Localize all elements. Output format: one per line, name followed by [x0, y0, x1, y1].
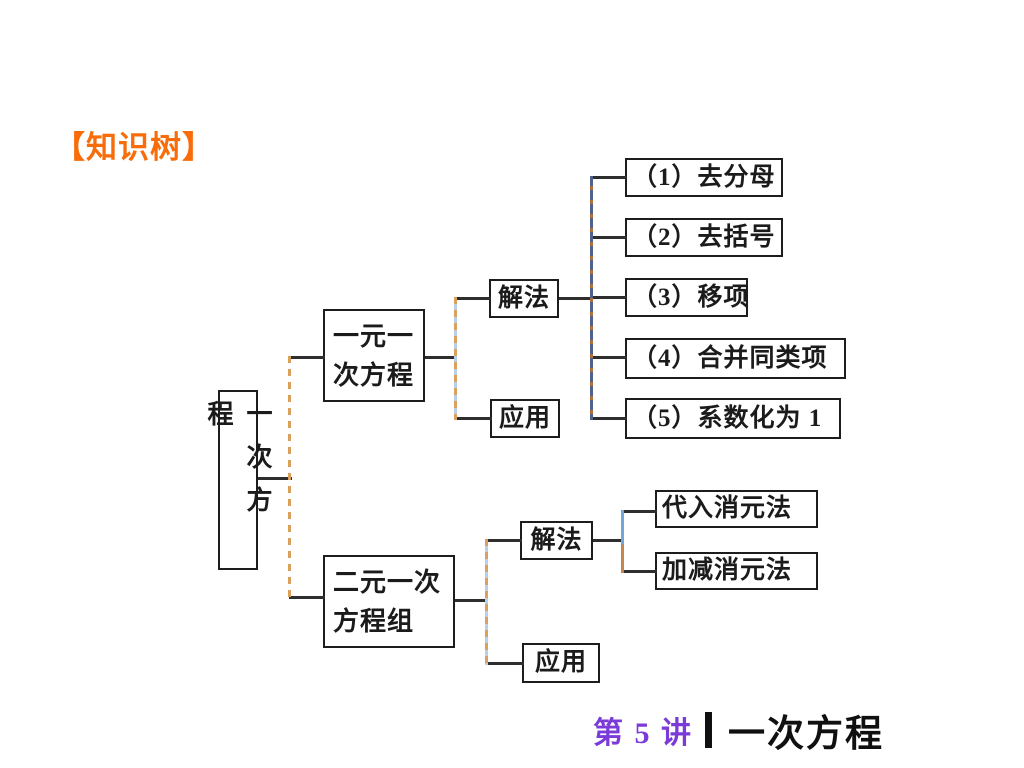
- connector-leaf5-stub: [591, 417, 627, 420]
- slide-title: 【知识树】: [54, 130, 214, 165]
- divider-bar-icon: [705, 712, 712, 748]
- connector-branch2-right: [455, 599, 488, 602]
- leaf-node-substitution-elimination: 代入消元法: [655, 490, 818, 528]
- connector-solution1-left: [455, 297, 491, 300]
- connector-leaf1-stub: [591, 176, 627, 179]
- connector-solution2-right: [593, 539, 624, 542]
- footer-line1: 第 5 讲 一次方程: [593, 703, 884, 757]
- connector-leaf4-stub: [591, 356, 627, 359]
- connector-application1-left: [455, 417, 492, 420]
- leaf-node-clear-denominators: （1）去分母: [625, 158, 783, 197]
- connector-application2-left: [486, 662, 524, 665]
- connector-root-stub: [258, 477, 292, 480]
- connector-substitution-stub: [622, 510, 657, 513]
- leaf-node-coefficient-to-one: （5）系数化为 1: [625, 398, 841, 439]
- connector-solution2-left: [486, 539, 522, 542]
- branch-node-system-of-equations: 二元一次方程组: [323, 555, 455, 648]
- node-application-1: 应用: [490, 399, 560, 438]
- footer-caption: 第 5 讲 一次方程 （组）: [593, 703, 884, 768]
- connector-leaf3-stub: [591, 296, 627, 299]
- connector-bracket1-vertical: [454, 297, 457, 420]
- leaf-node-remove-brackets: （2）去括号: [625, 218, 783, 257]
- node-solution-methods-2: 解法: [520, 521, 593, 560]
- connector-bracket2-vertical: [590, 176, 593, 420]
- connector-trunk-vertical: [288, 356, 291, 599]
- footer-chapter-title: 一次方程: [728, 714, 884, 755]
- connector-branch2-left: [289, 596, 325, 599]
- root-node: 一次方程: [204, 390, 272, 570]
- leaf-node-addition-subtraction-elimination: 加减消元法: [655, 552, 818, 590]
- connector-leaf2-stub: [591, 236, 627, 239]
- leaf-node-move-terms: （3）移项: [625, 278, 749, 317]
- node-solution-methods-1: 解法: [489, 279, 559, 318]
- connector-addition-stub: [622, 570, 657, 573]
- footer-chapter-title-line2: （组）: [593, 760, 884, 768]
- connector-bracket3-vertical: [485, 539, 488, 665]
- connector-bracket4-vertical: [621, 510, 624, 573]
- footer-lecture-number: 第 5 讲: [593, 717, 693, 750]
- connector-branch1-left: [289, 356, 325, 359]
- connector-solution1-right: [559, 297, 593, 300]
- connector-branch1-right: [425, 356, 457, 359]
- leaf-node-combine-like-terms: （4）合并同类项: [625, 338, 846, 379]
- node-application-2: 应用: [522, 643, 600, 683]
- branch-node-linear-equation: 一元一次方程: [323, 309, 425, 402]
